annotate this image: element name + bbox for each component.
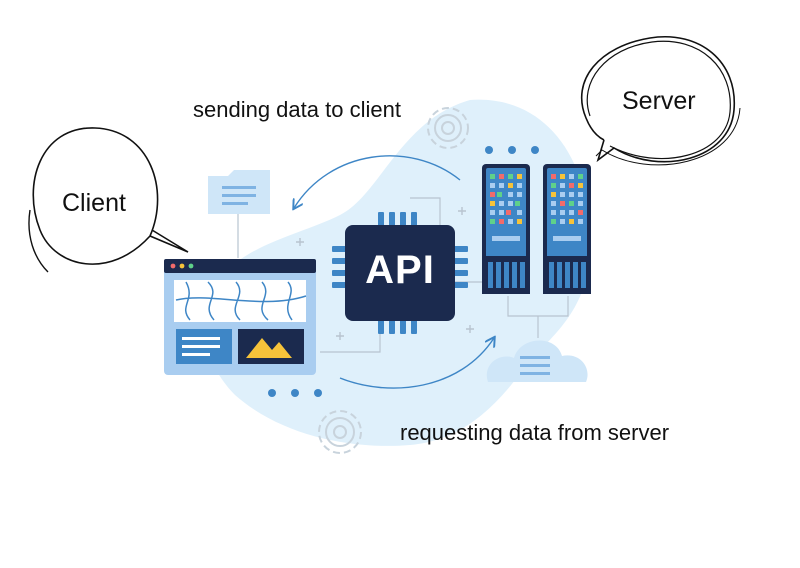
sending-label: sending data to client (193, 97, 401, 122)
client-label: Client (62, 189, 126, 217)
gear-icon (427, 107, 469, 149)
client-speech-bubble (28, 127, 189, 273)
dots-top (485, 146, 539, 154)
gear-icon (318, 410, 362, 454)
requesting-label: requesting data from server (400, 420, 670, 445)
server-label: Server (622, 87, 696, 115)
api-chip-icon (332, 212, 468, 334)
cloud-icon (486, 296, 588, 382)
dots-bottom (268, 389, 322, 397)
arrow-sending (294, 155, 461, 208)
server-rack-icon (543, 164, 591, 294)
arrow-requesting (339, 338, 494, 389)
folder-icon (208, 170, 270, 258)
api-label: API (365, 248, 435, 292)
server-rack-icon (482, 164, 530, 294)
plus-sign (296, 207, 474, 340)
server-speech-bubble (580, 36, 741, 166)
browser-window-icon (164, 259, 316, 375)
